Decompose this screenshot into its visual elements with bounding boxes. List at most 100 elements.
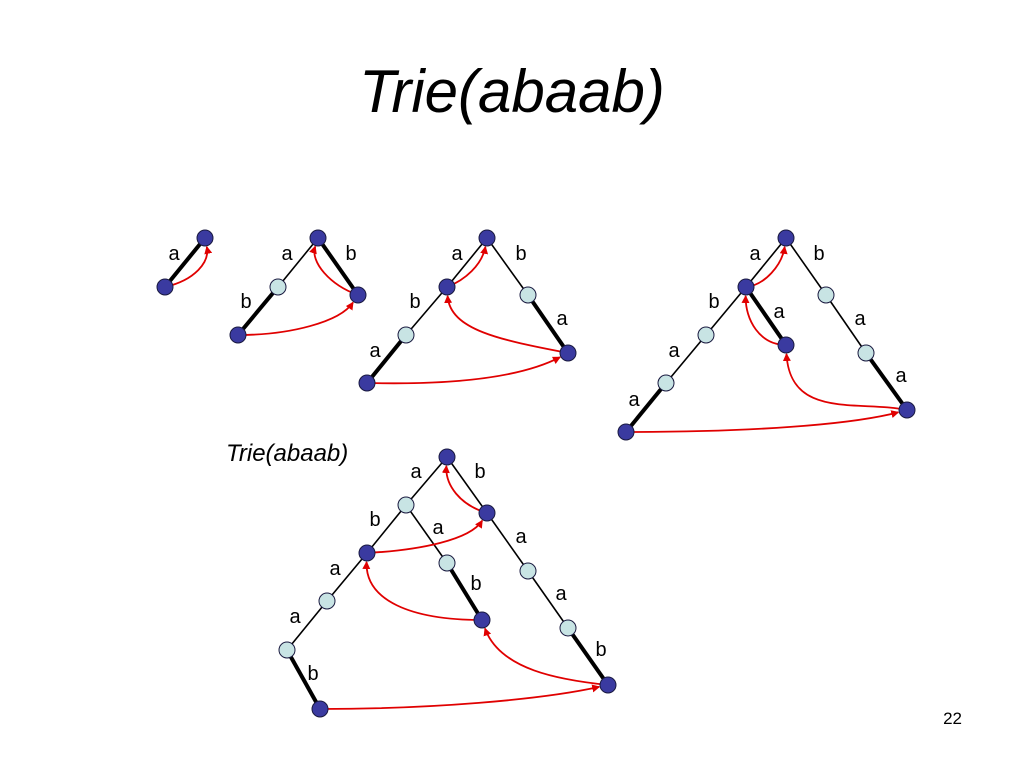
edge-label: b: [515, 243, 526, 265]
edge-label: a: [555, 583, 567, 605]
suffix-link-arrow: [366, 356, 561, 385]
trie-node-terminal: [438, 278, 456, 296]
trie-edge: [285, 649, 322, 710]
trie-node-terminal: [777, 229, 795, 247]
trie-node: [397, 496, 415, 514]
trie-node-terminal: [309, 229, 327, 247]
trie-edge: [445, 561, 484, 622]
trie-edge: [665, 334, 707, 384]
edge-label: b: [240, 291, 251, 313]
trie-caption: Trie(abaab): [226, 440, 348, 467]
trie-node: [318, 592, 336, 610]
trie-edge: [624, 381, 668, 434]
trie-node-terminal: [349, 286, 367, 304]
edge-label: a: [432, 517, 444, 539]
edge-label: a: [515, 526, 527, 548]
trie-edge: [825, 294, 867, 354]
trie-edge: [745, 237, 787, 288]
trie-node-terminal: [617, 423, 635, 441]
trie-edge: [405, 504, 448, 564]
suffix-link-arrow: [444, 295, 569, 354]
trie-node: [278, 641, 296, 659]
trie-node-terminal: [229, 326, 247, 344]
edge-label: a: [628, 389, 640, 411]
edge-label: a: [556, 308, 568, 330]
trie-edge: [527, 570, 569, 629]
edge-label: a: [329, 558, 341, 580]
trie-node-terminal: [311, 700, 329, 718]
trie-edge: [526, 293, 570, 355]
edge-label: a: [451, 243, 463, 265]
trie-edge: [316, 236, 360, 297]
trie-edge: [744, 285, 788, 347]
edge-label: a: [668, 340, 680, 362]
edge-label: a: [854, 308, 866, 330]
suffix-link-arrow: [366, 519, 483, 554]
edge-label: b: [813, 243, 824, 265]
suffix-link-arrow: [483, 627, 609, 686]
trie-node: [817, 286, 835, 304]
edge-label: b: [474, 461, 485, 483]
suffix-link-arrow: [319, 684, 601, 710]
trie-edge: [864, 351, 909, 412]
trie-node: [657, 374, 675, 392]
edge-label: b: [369, 509, 380, 531]
trie-node: [519, 562, 537, 580]
trie-node: [697, 326, 715, 344]
edge-label: a: [289, 606, 301, 628]
trie-node: [269, 278, 287, 296]
trie-edge: [446, 456, 488, 514]
trie-node: [397, 326, 415, 344]
trie-node-terminal: [737, 278, 755, 296]
trie-edge: [705, 286, 747, 336]
trie-node-terminal: [358, 374, 376, 392]
edge-label: a: [773, 301, 785, 323]
edge-label: b: [409, 291, 420, 313]
suffix-link-arrow: [362, 561, 483, 621]
edge-label: b: [708, 291, 719, 313]
edge-label: b: [470, 573, 481, 595]
trie-edge: [405, 286, 448, 336]
suffix-link-arrow: [237, 301, 354, 336]
suffix-link-arrow: [782, 353, 908, 411]
edge-label: a: [895, 365, 907, 387]
trie-node-terminal: [473, 611, 491, 629]
trie-edge: [236, 285, 280, 337]
suffix-links: [164, 245, 908, 710]
trie-edge: [365, 333, 408, 385]
trie-edge: [163, 236, 207, 289]
trie-node: [559, 619, 577, 637]
edge-label: a: [281, 243, 293, 265]
edge-label: a: [410, 461, 422, 483]
trie-node-terminal: [599, 676, 617, 694]
suffix-link-arrow: [625, 410, 900, 433]
trie-edge: [405, 456, 448, 506]
trie-edge: [286, 600, 328, 651]
edge-label: a: [369, 340, 381, 362]
trie-node-terminal: [196, 229, 214, 247]
trie-node-terminal: [777, 336, 795, 354]
trie-node-terminal: [358, 544, 376, 562]
trie-nodes: [156, 229, 916, 718]
trie-edge: [566, 626, 610, 687]
trie-edge: [326, 552, 368, 602]
edge-label: b: [345, 243, 356, 265]
trie-node: [438, 554, 456, 572]
edge-label: b: [595, 639, 606, 661]
trie-node: [857, 344, 875, 362]
trie-edge: [486, 512, 529, 572]
trie-node-terminal: [438, 448, 456, 466]
trie-node-terminal: [478, 229, 496, 247]
edge-label: a: [168, 243, 180, 265]
trie-node: [519, 286, 537, 304]
trie-edges: [163, 236, 909, 710]
trie-node-terminal: [478, 504, 496, 522]
trie-node-terminal: [156, 278, 174, 296]
slide-title: Trie(abaab): [359, 58, 665, 125]
trie-node-terminal: [559, 344, 577, 362]
trie-edge: [366, 504, 407, 554]
edge-label: b: [307, 663, 318, 685]
trie-edge: [785, 237, 827, 296]
